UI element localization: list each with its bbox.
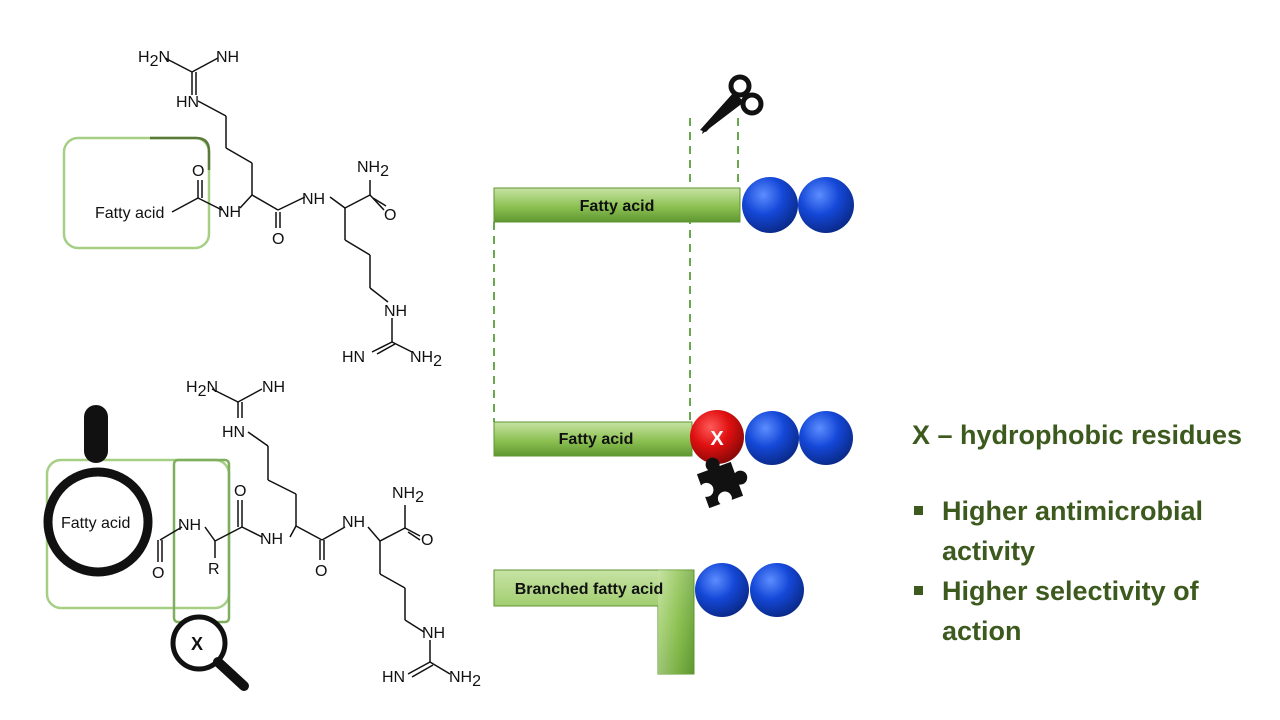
middle-residue-sphere-1 (745, 411, 799, 465)
bottom-nh-3: NH (342, 514, 365, 531)
top-fatty-acid-bar: Fatty acid (493, 187, 741, 223)
top-nh-2: NH (302, 191, 325, 208)
bottom-guan-nh2: NH2 (449, 669, 481, 690)
top-residue-sphere-1 (742, 177, 798, 233)
top-imine-label: NH (216, 49, 239, 66)
top-amide-nh2: NH2 (357, 159, 389, 180)
top-molecule-labels: H2N NH HN Fatty acid O NH NH O NH2 O NH … (95, 49, 442, 370)
legend-heading: X – hydrophobic residues (912, 420, 1243, 450)
top-bar-label: Fatty acid (580, 198, 655, 215)
branched-fatty-acid-bar: Branched fatty acid (493, 569, 695, 675)
legend-item-text: Higher antimicrobial activity (942, 496, 1204, 566)
top-guan-nh2: NH2 (410, 349, 442, 370)
top-nh-1: NH (218, 204, 241, 221)
bottom-amide-o: O (421, 532, 433, 549)
legend-item: Higher selectivity of action (912, 571, 1242, 651)
x-residue-sphere: X (690, 410, 744, 464)
bottom-guan-nh: NH (422, 625, 445, 642)
x-residue-label: X (710, 428, 724, 450)
puzzle-piece-icon (696, 457, 748, 509)
bottom-o-3: O (315, 563, 327, 580)
top-carbonyl-o: O (192, 163, 204, 180)
bottom-residue-sphere-2 (750, 563, 804, 617)
bottom-residue-sphere-1 (695, 563, 749, 617)
bottom-imine-label: NH (262, 379, 285, 396)
bottom-hn-label: HN (222, 424, 245, 441)
top-hn-label: HN (176, 94, 199, 111)
bottom-r-group: R (208, 561, 220, 578)
bottom-h2n-label: H2N (186, 379, 218, 400)
bottom-molecule-labels: H2N NH HN NH R O O NH O NH NH2 O NH HN N… (152, 379, 481, 690)
bullet-icon (914, 586, 923, 595)
fatty-acid-highlight-box (62, 136, 211, 250)
legend-item-text: Higher selectivity of action (942, 576, 1199, 646)
legend-list: Higher antimicrobial activity Higher sel… (912, 491, 1272, 651)
top-molecule (62, 57, 413, 355)
bottom-guan-hn: HN (382, 669, 405, 686)
bottom-amide-nh2: NH2 (392, 485, 424, 506)
bottom-nh-2: NH (260, 531, 283, 548)
bottom-nh-1: NH (178, 517, 201, 534)
dashed-guides (493, 118, 739, 422)
magnifier-icon: Fatty acid (43, 405, 153, 577)
bottom-o-2: O (234, 483, 246, 500)
bullet-icon (914, 506, 923, 515)
bottom-fatty-acid-label: Fatty acid (61, 515, 130, 532)
top-residue-sphere-2 (798, 177, 854, 233)
top-carbonyl-o2: O (272, 231, 284, 248)
x-magnifier-icon: X (170, 614, 249, 691)
top-guan-hn: HN (342, 349, 365, 366)
legend-item: Higher antimicrobial activity (912, 491, 1242, 571)
fatty-acid-box-accent (150, 136, 211, 170)
top-amide-o: O (384, 207, 396, 224)
bottom-o-1: O (152, 565, 164, 582)
legend: X – hydrophobic residues Higher antimicr… (912, 420, 1272, 651)
top-h2n-label: H2N (138, 49, 170, 70)
middle-residue-sphere-2 (799, 411, 853, 465)
x-residue-box (172, 458, 231, 624)
scissors-icon (700, 74, 764, 134)
top-guan-nh: NH (384, 303, 407, 320)
middle-fatty-acid-bar: Fatty acid (493, 421, 693, 457)
middle-bar-label: Fatty acid (559, 431, 634, 448)
x-magnifier-label: X (191, 634, 203, 654)
branched-bar-label: Branched fatty acid (515, 581, 663, 598)
top-fatty-acid-label: Fatty acid (95, 205, 164, 222)
